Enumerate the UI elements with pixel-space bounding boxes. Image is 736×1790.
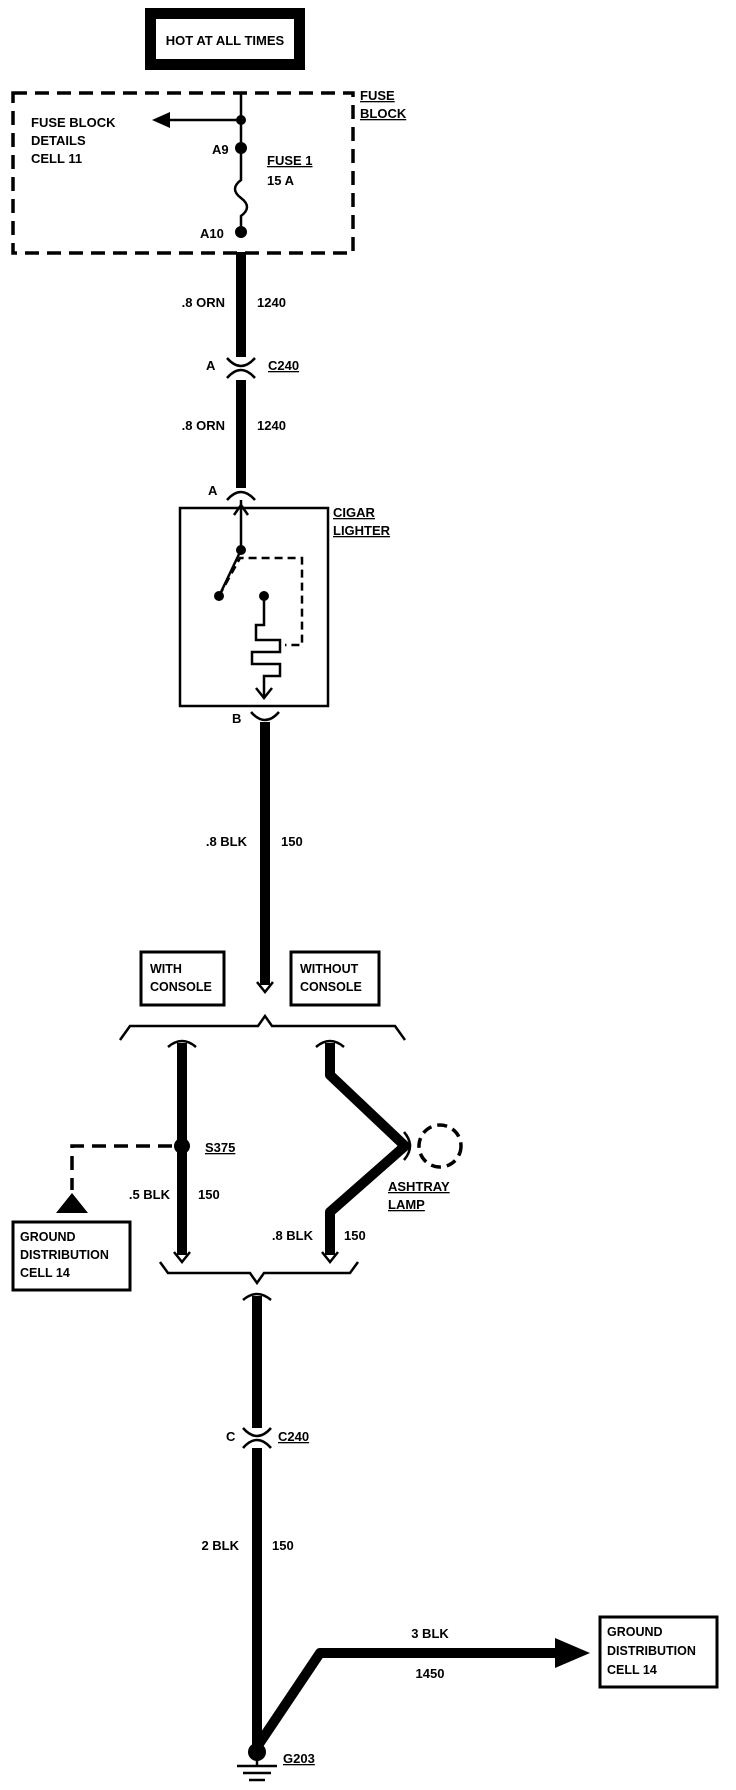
wire-1240-upper-gauge: .8 ORN [182, 295, 225, 310]
option-brace-top [118, 1013, 407, 1041]
without-console-1: WITHOUT [300, 962, 359, 976]
fuse-details-1: FUSE BLOCK [31, 115, 116, 130]
wire-150-main-circuit: 150 [272, 1538, 294, 1553]
ground-left-3: CELL 14 [20, 1266, 70, 1280]
with-console-1: WITH [150, 962, 182, 976]
cigar-lighter: A CIGAR LIGHTER [178, 483, 391, 708]
lighter-label-2: LIGHTER [333, 523, 391, 538]
fuse-block: FUSE BLOCK FUSE BLOCK DETAILS CELL 11 A9… [11, 88, 407, 255]
wire-1240-lower-gauge: .8 ORN [182, 418, 225, 433]
ashtray-label-1: ASHTRAY [388, 1179, 450, 1194]
wire-150-lighter-gauge: .8 BLK [206, 834, 248, 849]
wire-150-lighter-circuit: 150 [281, 834, 303, 849]
fuse-details-3: CELL 11 [31, 151, 82, 166]
ground-left-1: GROUND [20, 1230, 76, 1244]
c240-c-name: C240 [278, 1429, 309, 1444]
fuse-details-2: DETAILS [31, 133, 86, 148]
pin-a10-label: A10 [200, 226, 224, 241]
ground-left-2: DISTRIBUTION [20, 1248, 109, 1262]
c240-a-name: C240 [268, 358, 299, 373]
lamp-icon [417, 1123, 463, 1169]
fuse-name: FUSE 1 [267, 153, 313, 168]
fuse-rating: 15 A [267, 173, 295, 188]
wire-1240-lower: .8 ORN 1240 [182, 380, 286, 488]
ashtray-lamp: ASHTRAY LAMP [388, 1123, 463, 1212]
pin-a10-dot [235, 226, 247, 238]
c240-a-pin: A [206, 358, 216, 373]
wire-150-lighter: B .8 BLK 150 [206, 711, 303, 995]
with-console-2: CONSOLE [150, 980, 212, 994]
switch-arm-icon [219, 549, 243, 593]
pin-a9-label: A9 [212, 142, 229, 157]
ground-right-3: CELL 14 [607, 1663, 657, 1677]
lighter-pin-a: A [208, 483, 218, 498]
fuse-block-title-2: BLOCK [360, 106, 407, 121]
hot-at-all-times-box: HOT AT ALL TIMES [145, 8, 305, 70]
option-with-console: WITH CONSOLE [139, 950, 226, 1007]
splice-s375: S375 [56, 1138, 235, 1213]
ground-distribution-left: GROUND DISTRIBUTION CELL 14 [11, 1220, 132, 1292]
lighter-pin-b: B [232, 711, 241, 726]
wire-150-main-gauge: 2 BLK [201, 1538, 239, 1553]
ground-distribution-right: GROUND DISTRIBUTION CELL 14 [598, 1615, 719, 1689]
wire-150-ashtray: .8 BLK 150 [272, 1039, 410, 1265]
g203-label: G203 [283, 1751, 315, 1766]
connector-c240-a: A C240 [206, 357, 299, 379]
wire-1450-circuit: 1450 [416, 1666, 445, 1681]
ground-triangle-icon [56, 1193, 88, 1213]
wire-150-main: 2 BLK 150 [201, 1448, 294, 1750]
option-brace-bottom [158, 1261, 360, 1286]
wire-150-ashtray-circuit: 150 [344, 1228, 366, 1243]
wire-1450-gauge: 3 BLK [411, 1626, 449, 1641]
arrow-right-icon [555, 1638, 590, 1668]
c240-c-pin: C [226, 1429, 236, 1444]
option-without-console: WITHOUT CONSOLE [289, 950, 381, 1007]
hot-label: HOT AT ALL TIMES [166, 33, 285, 48]
wire-150-console-circuit: 150 [198, 1187, 220, 1202]
wire-150-console-gauge: .5 BLK [129, 1187, 171, 1202]
without-console-2: CONSOLE [300, 980, 362, 994]
lighter-label-1: CIGAR [333, 505, 376, 520]
wire-150-to-c240 [242, 1292, 272, 1428]
wire-150-ashtray-gauge: .8 BLK [272, 1228, 314, 1243]
wire-1240-upper-circuit: 1240 [257, 295, 286, 310]
connector-c240-c: C C240 [226, 1427, 309, 1449]
wire-1450: 3 BLK 1450 [252, 1626, 590, 1750]
wire-1240-lower-circuit: 1240 [257, 418, 286, 433]
s375-label: S375 [205, 1140, 235, 1155]
wire-1240-upper: .8 ORN 1240 [182, 252, 286, 357]
details-arrow-icon [152, 112, 170, 128]
ground-g203: G203 [237, 1743, 315, 1782]
ashtray-label-2: LAMP [388, 1197, 425, 1212]
ground-right-1: GROUND [607, 1625, 663, 1639]
fuse-block-title-1: FUSE [360, 88, 395, 103]
ground-right-2: DISTRIBUTION [607, 1644, 696, 1658]
fuse-icon [233, 148, 249, 232]
heating-element-icon [250, 596, 282, 698]
